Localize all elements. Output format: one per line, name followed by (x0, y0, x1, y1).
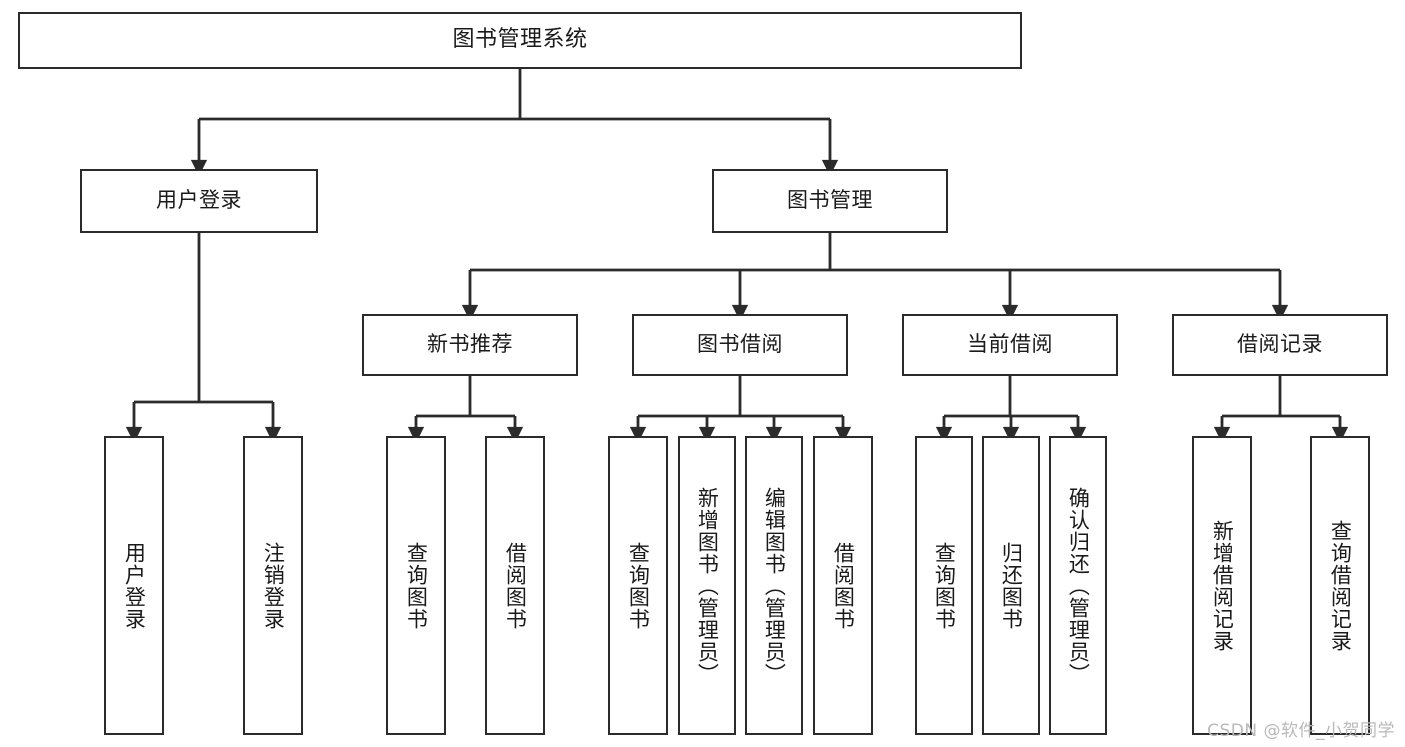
node-leaf-query-book-2[interactable]: 查询图书 (608, 436, 668, 735)
node-current-borrow[interactable]: 当前借阅 (902, 314, 1118, 376)
node-leaf-edit-book[interactable]: 编辑图书（管理员） (745, 436, 803, 735)
node-new-book-rec[interactable]: 新书推荐 (362, 314, 578, 376)
node-leaf-add-book[interactable]: 新增图书（管理员） (678, 436, 736, 735)
node-leaf-add-record[interactable]: 新增借阅记录 (1192, 436, 1252, 735)
node-leaf-confirm-return[interactable]: 确认归还（管理员） (1049, 436, 1107, 735)
node-leaf-return-book[interactable]: 归还图书 (982, 436, 1040, 735)
node-leaf-user-login[interactable]: 用户登录 (104, 436, 164, 735)
node-leaf-query-book-1[interactable]: 查询图书 (386, 436, 446, 735)
node-leaf-query-record[interactable]: 查询借阅记录 (1310, 436, 1370, 735)
node-leaf-borrow-book-2[interactable]: 借阅图书 (813, 436, 873, 735)
node-borrow-record[interactable]: 借阅记录 (1172, 314, 1388, 376)
node-leaf-logout[interactable]: 注销登录 (243, 436, 303, 735)
node-user-login[interactable]: 用户登录 (80, 169, 318, 233)
node-book-manage[interactable]: 图书管理 (712, 169, 948, 233)
node-leaf-query-book-3[interactable]: 查询图书 (915, 436, 973, 735)
node-leaf-borrow-book-1[interactable]: 借阅图书 (485, 436, 545, 735)
node-root[interactable]: 图书管理系统 (18, 12, 1022, 69)
node-book-borrow[interactable]: 图书借阅 (632, 314, 848, 376)
